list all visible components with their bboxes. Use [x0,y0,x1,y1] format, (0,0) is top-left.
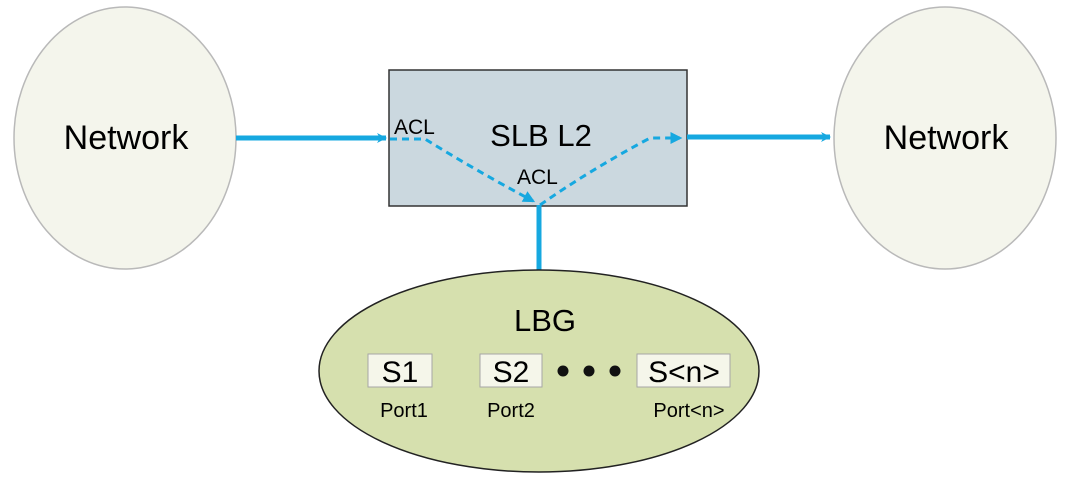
server-label: S2 [493,356,530,389]
lbg-label: LBG [514,303,576,338]
acl-left-label: ACL [394,116,435,139]
internal-path-down [390,137,536,203]
right-network-node [833,6,1057,270]
slb-l2-label: SLB L2 [490,118,592,153]
right-network-label: Network [884,119,1010,157]
acl-bottom-label: ACL [517,166,558,189]
server-label: S<n> [648,356,720,389]
ellipsis-dot [609,365,621,377]
ellipsis-dot [557,365,569,377]
internal-path-up [539,132,683,207]
port-label: Port2 [487,400,535,422]
left-network-label: Network [64,119,190,157]
port-label: Port<n> [653,400,724,422]
server-label: S1 [382,356,419,389]
server-box-s1 [367,353,433,388]
server-box-sn [636,353,731,388]
ellipsis-dot [583,365,595,377]
server-box-s2 [479,353,543,388]
port-label: Port1 [380,400,428,422]
